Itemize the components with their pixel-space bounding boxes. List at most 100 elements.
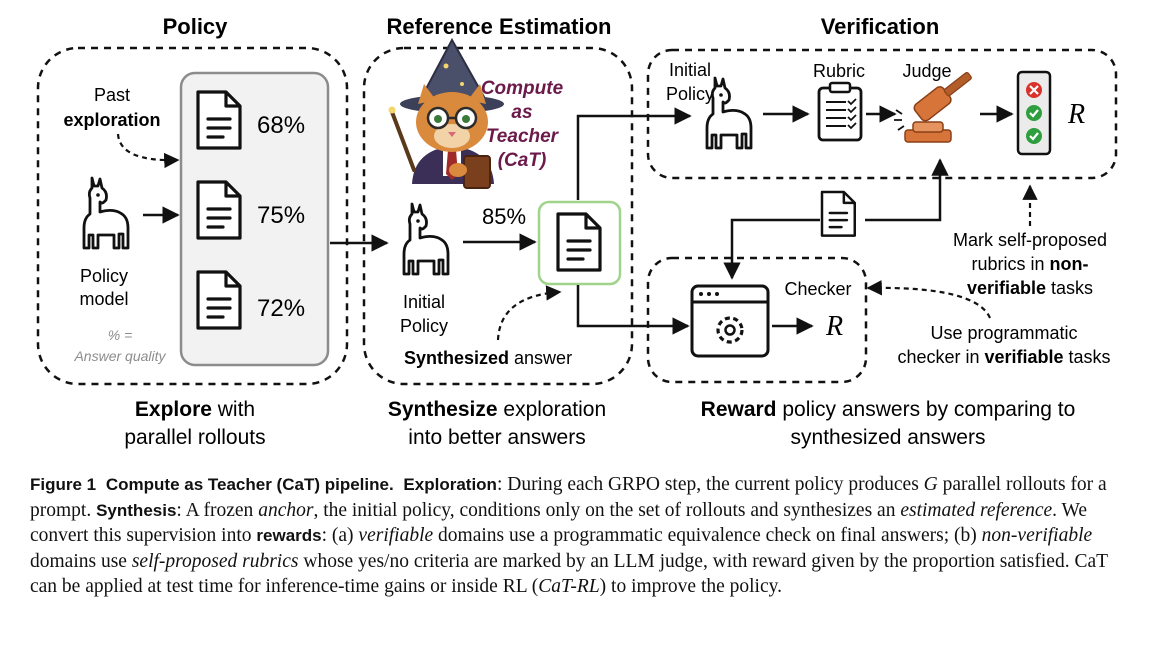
legend-line2: Answer quality — [73, 348, 166, 364]
caption-exploration-text-a: : During each GRPO step, the current pol… — [496, 474, 924, 495]
caption-rewards-text-d: whose yes/no criteria are marked by an L… — [30, 550, 1108, 598]
caption-rewards-text-a: : (a) — [321, 525, 359, 546]
verif-initial-line1: Initial — [669, 60, 711, 80]
use-note-line2-post: tasks — [1064, 347, 1111, 367]
verification-reward-symbol: R — [1067, 99, 1085, 130]
teacher-label-line4: (CaT) — [498, 150, 547, 171]
policy-panel — [36, 46, 349, 386]
initial-policy-line2: Policy — [400, 316, 448, 336]
use-note-line2-bold: verifiable — [984, 347, 1063, 367]
doc-to-checker-arrow — [723, 218, 820, 280]
rubric-label: Rubric — [813, 61, 865, 81]
past-exploration-line1: Past — [94, 85, 130, 105]
mark-note-line1: Mark self-proposed — [953, 230, 1107, 250]
policy-model-line1: Policy — [80, 266, 128, 286]
synthesize-label-line2: into better answers — [408, 426, 585, 449]
caption-title: Compute as Teacher (CaT) pipeline. — [105, 475, 394, 494]
rollout-document-icon-3 — [196, 270, 242, 330]
checker-label: Checker — [784, 279, 851, 299]
mark-note-line3-post: tasks — [1046, 278, 1093, 298]
initial-policy-llama-icon — [402, 202, 450, 276]
caption-anchor: anchor — [258, 499, 314, 521]
caption-self-proposed: self-proposed rubrics — [131, 550, 299, 572]
reward-label-line1: Reward policy answers by comparing to — [701, 398, 1076, 421]
pipeline-diagram: Policy Reference Estimation Verification… — [36, 14, 1118, 449]
use-note-line1: Use programmatic — [930, 323, 1077, 343]
use-note-arrow — [866, 280, 992, 319]
caption-figure-label: Figure 1 — [30, 475, 97, 494]
check-icon — [1026, 128, 1042, 144]
caption-exploration-label: Exploration — [403, 475, 497, 494]
judge-label: Judge — [902, 61, 951, 81]
explore-label-line1: Explore with — [135, 398, 255, 421]
explore-rest: with — [212, 398, 255, 421]
mark-note-line2-pre: rubrics in — [971, 254, 1049, 274]
reference-document-icon — [820, 190, 857, 237]
rollout-document-icon-1 — [196, 90, 242, 150]
judge-gavel-icon — [894, 71, 972, 143]
teacher-label-line2: as — [511, 102, 532, 123]
past-exploration-arrow — [116, 133, 180, 169]
caption-synthesis-text-c: . We convert this supervision into — [30, 499, 1088, 547]
rubric-clipboard-icon — [817, 81, 863, 142]
reward-bold: Reward — [701, 398, 777, 421]
verification-panel — [646, 48, 1118, 180]
caption-synthesis-text-a: : A frozen — [176, 499, 259, 521]
figure-caption: Figure 1 Compute as Teacher (CaT) pipeli… — [30, 472, 1130, 600]
verif-initial-line2: Policy — [666, 84, 714, 104]
policy-model-llama-icon — [82, 176, 130, 250]
criteria-results-panel — [1016, 70, 1052, 156]
gear-icon — [724, 324, 736, 336]
heading-verification: Verification — [821, 14, 940, 39]
checker-reward-symbol: R — [825, 311, 843, 342]
rollout-score-2: 75% — [257, 202, 305, 229]
synthesized-label-arrow — [496, 285, 562, 341]
teacher-label-line1: Compute — [481, 78, 564, 99]
caption-rewards-text-e: ) to improve the policy. — [599, 576, 782, 597]
doc-to-judge-arrow — [865, 158, 949, 222]
teacher-label-line3: Teacher — [486, 126, 560, 147]
check-icon — [1026, 105, 1042, 121]
reward-label-line2: synthesized answers — [791, 426, 986, 449]
use-note-line2-pre: checker in — [897, 347, 984, 367]
explore-bold: Explore — [135, 398, 212, 421]
caption-cat-rl: CaT-RL — [538, 576, 600, 597]
use-note-line2: checker in verifiable tasks — [897, 347, 1110, 367]
rollout-score-1: 68% — [257, 112, 305, 139]
mark-note-line2: rubrics in non- — [971, 254, 1088, 274]
synthesized-document-icon — [556, 212, 602, 272]
caption-synthesis-label: Synthesis — [96, 500, 177, 520]
initial-policy-line1: Initial — [403, 292, 445, 312]
synth-to-verification-arrow — [576, 107, 692, 200]
heading-policy: Policy — [163, 14, 229, 39]
caption-rewards-text-b: domains use a programmatic equivalence c… — [433, 525, 982, 546]
synthesize-bold: Synthesize — [388, 398, 498, 421]
rollout-document-icon-2 — [196, 180, 242, 240]
synthesized-answer-label: Synthesized answer — [404, 348, 572, 368]
caption-rewards-label: rewards — [256, 526, 322, 545]
caption-synthesis-text-b: , the initial policy, conditions only on… — [313, 499, 901, 521]
caption-exploration-text-b: parallel rollouts for a prompt. — [30, 474, 1107, 521]
verification-llama-icon — [705, 76, 753, 150]
synthesized-bold: Synthesized — [404, 348, 509, 368]
caption-g-symbol: G — [923, 474, 938, 495]
reference-panel — [362, 46, 634, 386]
teacher-cat-illustration — [388, 37, 504, 189]
policy-model-line2: model — [79, 289, 128, 309]
synthesized-rest: answer — [509, 348, 572, 368]
legend-line1: % = — [108, 327, 133, 343]
mark-note-line2-bold: non- — [1050, 254, 1089, 274]
explore-label-line2: parallel rollouts — [124, 426, 265, 449]
synthesize-rest: exploration — [498, 398, 607, 421]
caption-estimated-reference: estimated reference — [900, 499, 1053, 521]
synth-to-checker-arrow — [576, 285, 690, 335]
mark-note-line3-bold: verifiable — [967, 278, 1046, 298]
caption-verifiable: verifiable — [358, 525, 434, 546]
past-exploration-line2: exploration — [63, 110, 160, 130]
caption-non-verifiable: non-verifiable — [981, 525, 1093, 546]
estimate-score: 85% — [482, 204, 526, 229]
checker-window-icon — [690, 284, 770, 358]
checker-panel — [646, 256, 868, 384]
reward-rest: policy answers by comparing to — [777, 398, 1076, 421]
rollout-score-3: 72% — [257, 295, 305, 322]
